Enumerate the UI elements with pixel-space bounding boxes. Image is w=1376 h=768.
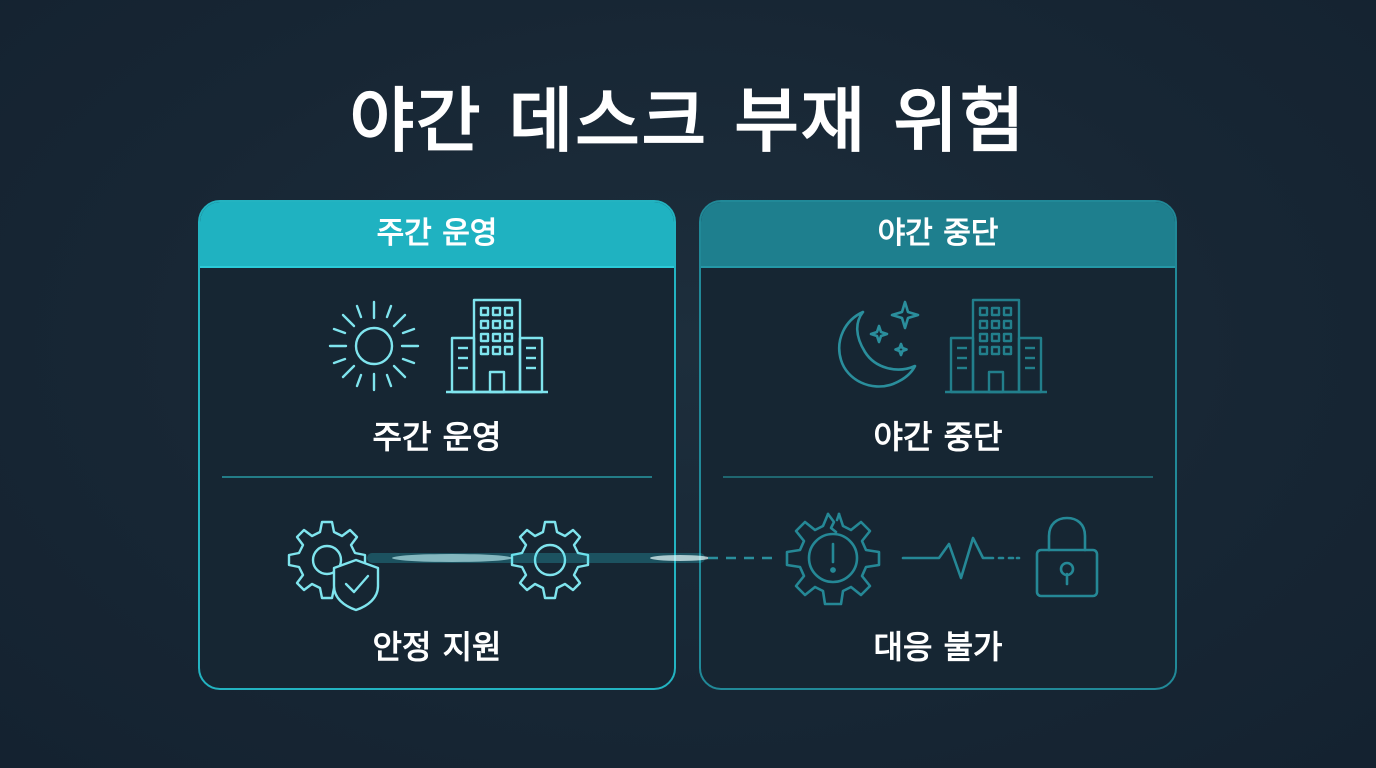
day-panel-header: 주간 운영 [200, 202, 674, 268]
night-bottom-label: 대응 불가 [873, 628, 1003, 666]
office-building-icon [446, 298, 548, 394]
page-title: 야간 데스크 부재 위험 [349, 80, 1027, 162]
sun-icon [328, 300, 420, 392]
office-building-icon [945, 298, 1047, 394]
lock-icon [1035, 516, 1099, 598]
day-operation-panel: 주간 운영 [198, 200, 676, 690]
heartbeat-line-icon [901, 536, 1021, 580]
day-top-label: 주간 운영 [372, 418, 502, 456]
broken-gear-warning-icon [785, 512, 881, 606]
night-operation-panel: 야간 중단 [699, 200, 1177, 690]
night-panel-header: 야간 중단 [701, 202, 1175, 268]
night-top-label: 야간 중단 [873, 418, 1003, 456]
day-divider [222, 476, 652, 478]
gear-shield-check-icon [287, 520, 380, 612]
moon-stars-icon [838, 300, 920, 388]
gear-icon [510, 520, 590, 600]
day-bottom-label: 안정 지원 [372, 628, 502, 666]
night-divider [723, 476, 1153, 478]
